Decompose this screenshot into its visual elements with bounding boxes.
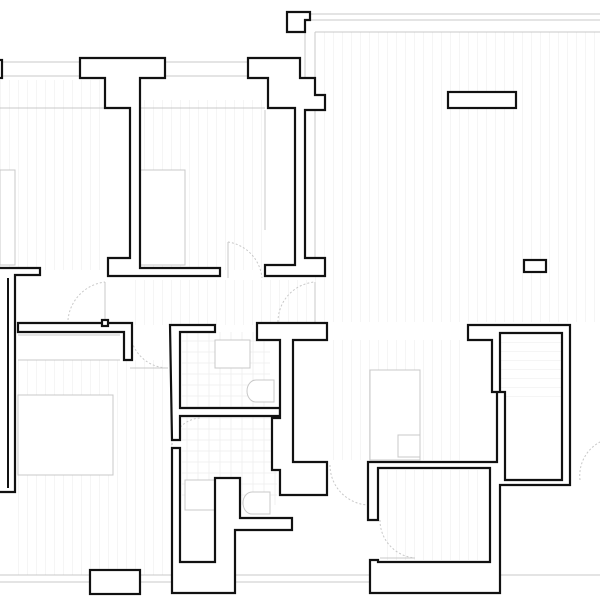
walls	[0, 10, 572, 596]
wall-corner-top	[285, 10, 312, 34]
toilet-2	[242, 491, 271, 515]
door-master	[129, 329, 169, 369]
wall-bottom-window	[88, 568, 142, 596]
door-bedroom-a	[67, 281, 106, 321]
hallway-floor	[130, 280, 315, 325]
door-balcony	[579, 441, 600, 481]
wall-bath-core	[255, 321, 329, 497]
door-living	[277, 281, 316, 323]
desk-a	[0, 169, 16, 266]
bedroom-a-floor	[0, 80, 105, 270]
desk-b	[139, 169, 186, 266]
vanity	[214, 339, 251, 369]
living-room-floor	[315, 32, 600, 322]
bed	[17, 394, 114, 476]
features	[446, 90, 548, 274]
wall-stub-top-left	[0, 58, 4, 80]
wall-hall-divider	[16, 321, 134, 362]
laundry-floor	[385, 470, 485, 560]
toilet-1	[246, 379, 275, 403]
wall-kitchen-right	[366, 323, 572, 595]
kitchen-sink	[397, 434, 421, 458]
balcony-floor	[500, 340, 570, 400]
wall-left-outer	[0, 266, 42, 494]
wall-t-left	[78, 56, 222, 278]
wall-vent	[522, 258, 548, 274]
wall-hall-post	[100, 318, 110, 328]
wall-t-right	[246, 56, 327, 278]
door-kitchen	[329, 464, 369, 506]
wall-opening	[446, 90, 518, 110]
wall-bath-2	[170, 446, 294, 595]
door-bedroom-b	[227, 241, 263, 279]
door-laundry	[379, 519, 416, 559]
